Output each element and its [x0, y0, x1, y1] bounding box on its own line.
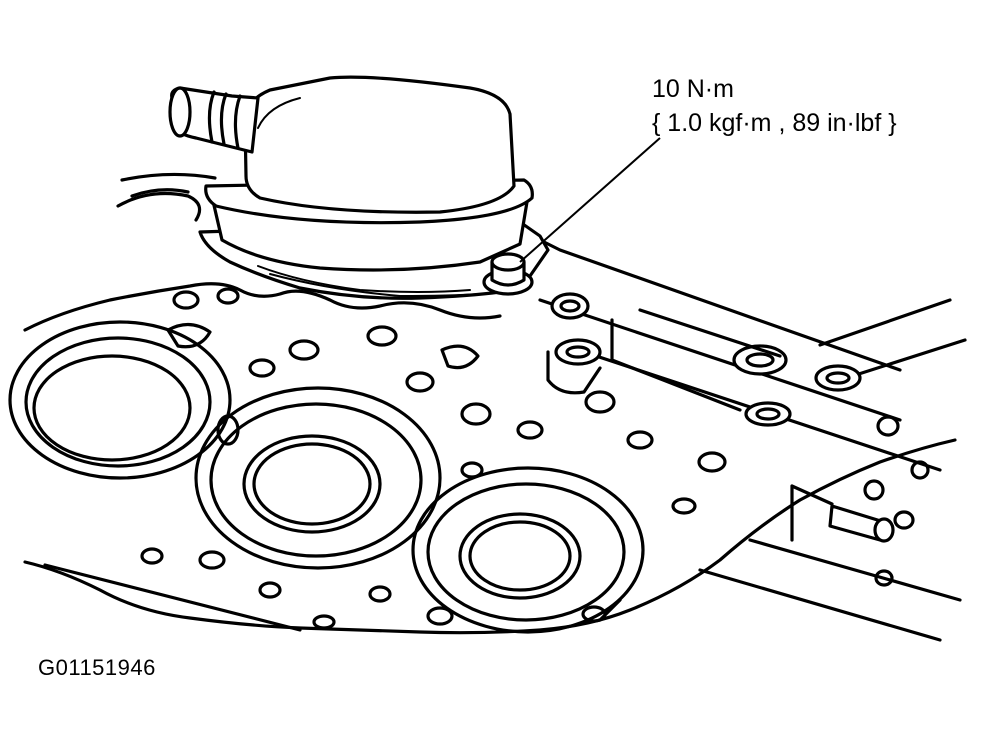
cylinder-bore-3 [411, 466, 645, 634]
mounting-bolt [482, 252, 534, 296]
cylinder-bore-1 [8, 320, 232, 480]
oil-cooler [168, 75, 550, 300]
head-bolt-bosses [546, 292, 862, 427]
leader-line [519, 137, 661, 263]
dowel-pin [790, 484, 895, 543]
torque-secondary-values: { 1.0 kgf·m , 89 in·lbf } [652, 109, 897, 137]
figure-id: G01151946 [38, 655, 156, 680]
torque-primary-value: 10 N·m [652, 75, 734, 103]
cylinder-bore-2 [194, 386, 442, 570]
cylinder-block-deck [23, 282, 962, 642]
coolant-passages [140, 287, 930, 630]
torque-spec-callout: 10 N·m { 1.0 kgf·m , 89 in·lbf } [652, 72, 897, 140]
